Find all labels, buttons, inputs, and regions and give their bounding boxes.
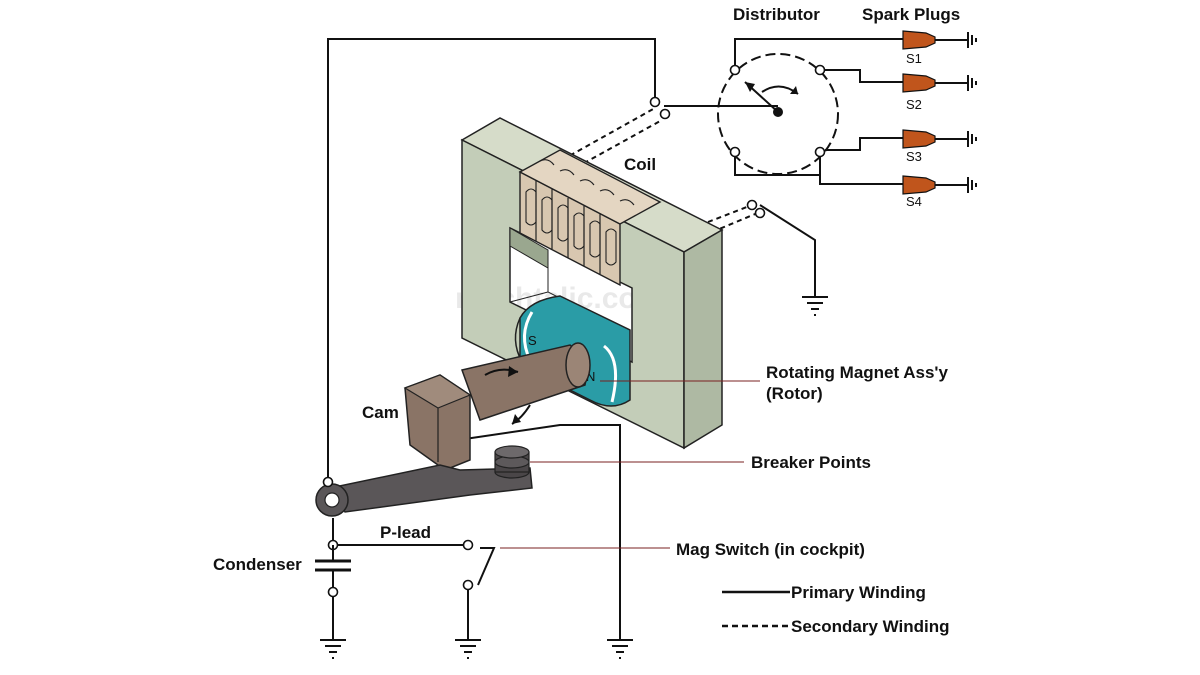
spark-plug-label-s4: S4 xyxy=(906,194,922,209)
condenser-label: Condenser xyxy=(213,555,302,574)
spark-plug-icon xyxy=(902,175,977,195)
condenser xyxy=(315,539,351,598)
p-lead-label: P-lead xyxy=(380,523,431,542)
distributor-contact xyxy=(814,146,826,158)
terminal xyxy=(649,96,661,108)
distributor-contact xyxy=(814,64,826,76)
spark-plugs-label: Spark Plugs xyxy=(862,5,960,24)
legend-primary-label: Primary Winding xyxy=(791,583,926,602)
ground-icon xyxy=(802,296,828,316)
legend: Primary Winding Secondary Winding xyxy=(722,583,950,636)
coil-winding xyxy=(518,149,662,287)
coil-label: Coil xyxy=(624,155,656,174)
secondary-wiring xyxy=(561,107,761,233)
terminal xyxy=(754,207,766,219)
rotor-label-line2: (Rotor) xyxy=(766,384,823,403)
distributor xyxy=(717,53,839,175)
ground-icon xyxy=(455,639,481,659)
distributor-label: Distributor xyxy=(733,5,820,24)
ground-icon xyxy=(320,639,346,659)
legend-secondary-label: Secondary Winding xyxy=(791,617,950,636)
ground-icon xyxy=(607,639,633,659)
spark-plug-icon xyxy=(902,30,977,50)
spark-plug-label-s3: S3 xyxy=(906,149,922,164)
rotation-arrow-icon xyxy=(508,366,518,377)
terminal xyxy=(659,108,671,120)
rotation-arrow-icon xyxy=(790,86,798,94)
breaker-points-label: Breaker Points xyxy=(751,453,871,472)
pole-n-label: N xyxy=(586,369,595,384)
distributor-contact xyxy=(729,64,741,76)
cam-shaft xyxy=(403,342,591,471)
spark-plug-icon xyxy=(902,129,977,149)
spark-plug-label-s2: S2 xyxy=(906,97,922,112)
spark-plugs: S1 S2 S3 S4 xyxy=(902,30,977,209)
mag-switch-label: Mag Switch (in cockpit) xyxy=(676,540,865,559)
terminal xyxy=(746,199,758,211)
rotor-label-line1: Rotating Magnet Ass'y xyxy=(766,363,948,382)
breaker-points xyxy=(315,445,533,517)
mag-switch xyxy=(462,539,496,591)
cam-label: Cam xyxy=(362,403,399,422)
distributor-contact xyxy=(729,146,741,158)
pole-s-label: S xyxy=(528,333,537,348)
rotation-arrow-icon xyxy=(512,414,521,424)
plug-wiring xyxy=(734,38,903,185)
spark-plug-icon xyxy=(902,73,977,93)
spark-plug-label-s1: S1 xyxy=(906,51,922,66)
primary-wiring xyxy=(327,38,816,640)
